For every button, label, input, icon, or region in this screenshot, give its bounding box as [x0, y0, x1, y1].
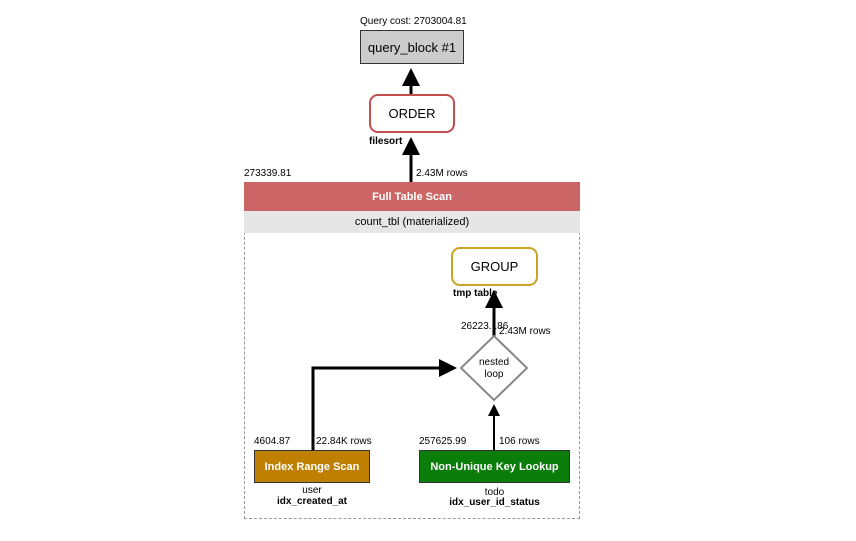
full-table-scan-cost: 273339.81	[244, 168, 292, 179]
nukl-rows: 106 rows	[499, 436, 540, 447]
group-rows-label: 2.43M rows	[499, 326, 551, 337]
index-range-scan-cost: 4604.87	[254, 436, 291, 447]
order-rows-label: 2.43M rows	[416, 168, 468, 179]
full-table-scan-header[interactable]: Full Table Scan	[244, 182, 580, 211]
nukl-table: todo	[484, 487, 505, 498]
index-range-scan-node[interactable]: Index Range Scan	[254, 450, 370, 483]
index-range-scan-key: idx_created_at	[276, 496, 348, 507]
nested-loop-label-line2: loop	[484, 369, 504, 380]
group-node[interactable]: GROUP	[451, 247, 538, 286]
index-range-scan-table: user	[302, 485, 322, 496]
group-sub-label: tmp table	[453, 288, 498, 299]
nukl-key: idx_user_id_status	[449, 497, 540, 508]
arrow-irs-to-nested-loop	[311, 359, 457, 450]
group-cost-label: 26223...86	[461, 321, 509, 332]
order-sub-label: filesort	[369, 136, 403, 147]
full-table-scan-table-name: count_tbl (materialized)	[244, 211, 580, 233]
index-range-scan-rows: 22.84K rows	[316, 436, 372, 447]
nested-loop-node[interactable]: nested loop	[466, 357, 522, 381]
non-unique-key-lookup-node[interactable]: Non-Unique Key Lookup	[419, 450, 570, 483]
nukl-cost: 257625.99	[419, 436, 467, 447]
query-cost-label: Query cost: 2703004.81	[360, 16, 467, 27]
order-node[interactable]: ORDER	[369, 94, 455, 133]
nested-loop-label-line1: nested	[478, 357, 510, 368]
nested-loop-diamond	[459, 334, 529, 402]
query-block-node[interactable]: query_block #1	[360, 30, 464, 64]
